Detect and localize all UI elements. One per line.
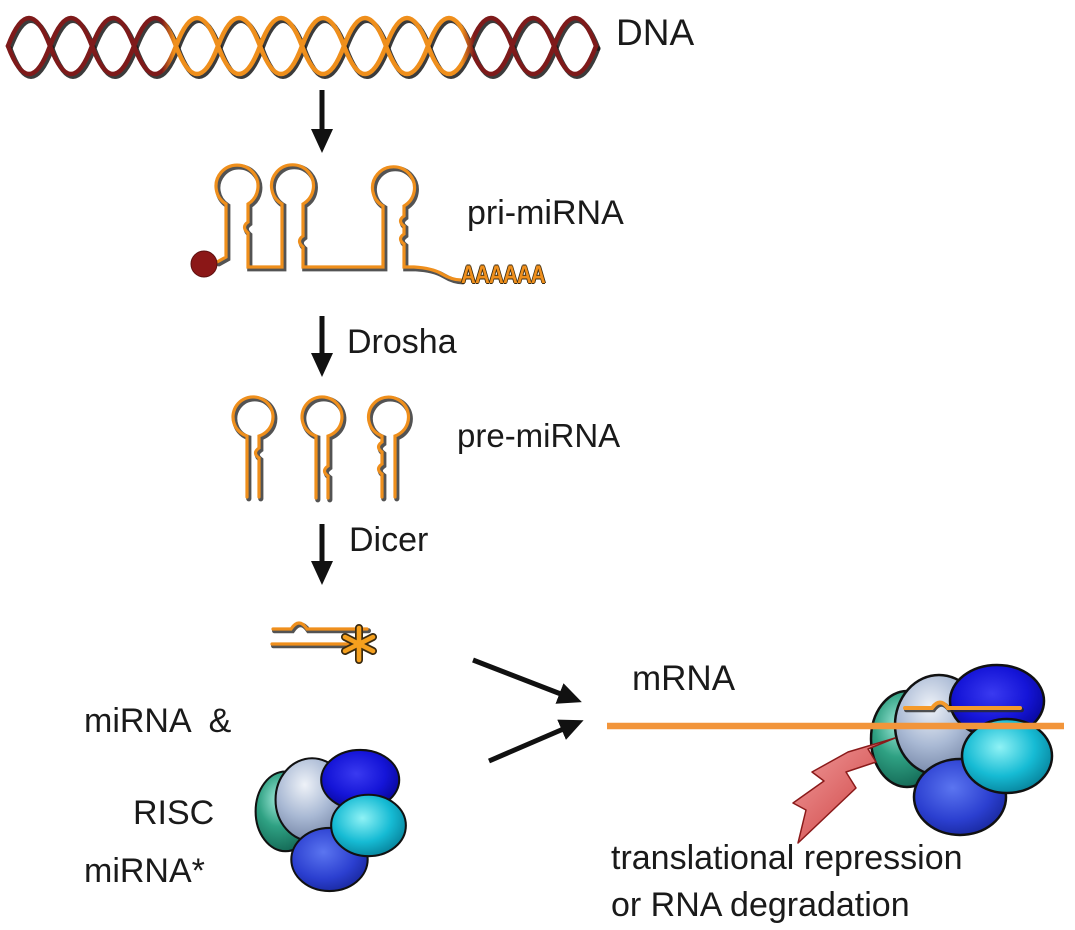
mirna-duplex-label-line2: miRNA* (84, 852, 205, 890)
flow-arrows (311, 90, 584, 764)
outcome-label-line1: translational repression (611, 839, 963, 877)
outcome-label: translational repression or RNA degradat… (611, 835, 963, 929)
drosha-label: Drosha (347, 323, 457, 361)
poly-a-tail-label: AAAAAA (461, 261, 546, 289)
dna-label: DNA (616, 12, 695, 53)
risc-label: RISC (133, 794, 215, 832)
dicer-label: Dicer (349, 521, 429, 559)
mrna-label: mRNA (632, 659, 736, 698)
mirna-duplex-icon (270, 621, 373, 660)
mirna-duplex-label: miRNA & miRNA* (84, 596, 231, 930)
pri-mirna-structure-icon (190, 163, 463, 282)
risc-complex-icon (254, 748, 407, 893)
five-prime-cap-icon (190, 250, 218, 278)
pri-mirna-label: pri-miRNA (467, 194, 624, 232)
arrow-mirna-to-mrna-icon (472, 657, 582, 704)
dna-helix-icon (8, 18, 598, 77)
risc-on-mrna-complex-icon (869, 663, 1054, 837)
pre-mirna-hairpins-icon (231, 395, 410, 500)
mirna-duplex-label-line1: miRNA & (84, 702, 232, 740)
pre-mirna-label: pre-miRNA (457, 417, 621, 454)
outcome-label-line2: or RNA degradation (611, 886, 910, 924)
lightning-bolt-icon (792, 737, 896, 844)
arrow-risc-to-mrna-icon (488, 719, 584, 764)
